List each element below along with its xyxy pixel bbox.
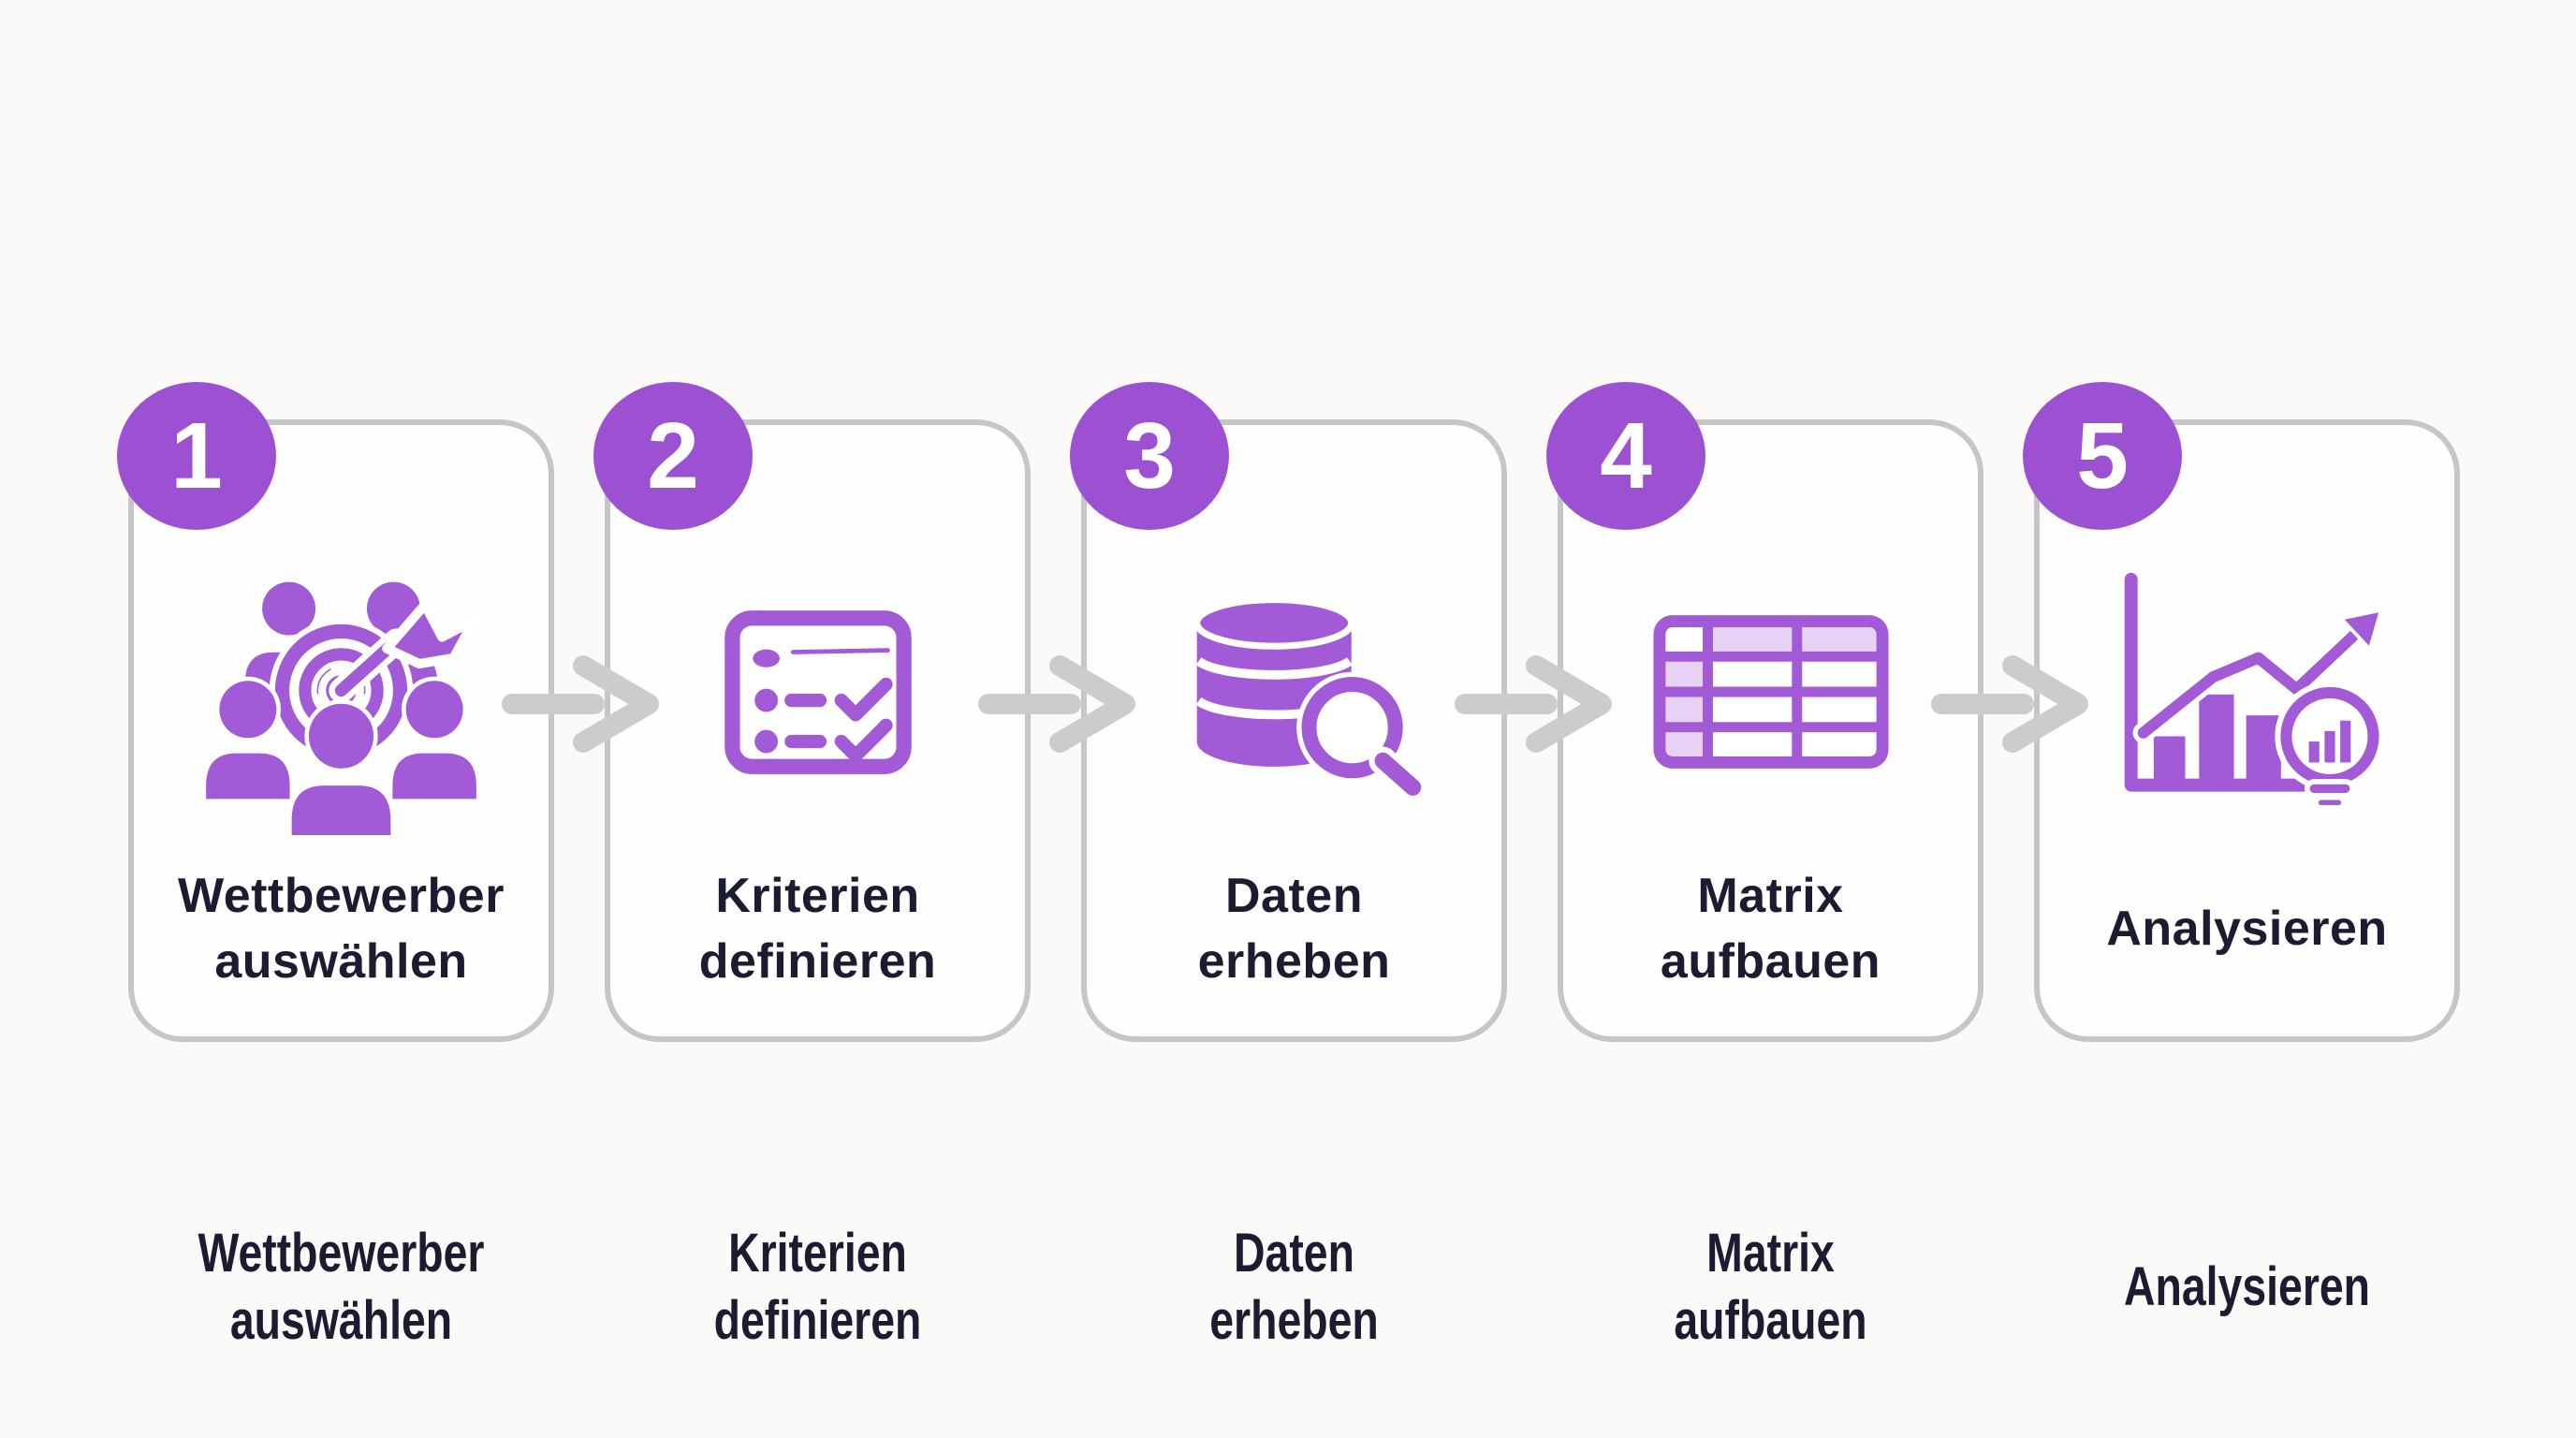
step-card-4: 4 Matrix aufbauen <box>1546 382 1983 1042</box>
team-around-target-icon <box>134 537 549 846</box>
flow-arrow-icon <box>1455 655 1612 753</box>
checklist-icon <box>610 537 1025 846</box>
step-2-number-badge: 2 <box>593 382 753 530</box>
step-card-5: 5 <box>2023 382 2460 1042</box>
caption-step-2: Kriterien definieren <box>627 1208 1008 1367</box>
caption-line: Kriterien <box>728 1223 907 1284</box>
step-3-label: Daten erheben <box>1087 846 1501 1010</box>
step-number: 1 <box>170 404 223 508</box>
label-line: Kriterien <box>715 868 920 923</box>
label-line: auswählen <box>214 933 468 989</box>
step-4-number-badge: 4 <box>1546 382 1705 530</box>
step-number: 3 <box>1123 404 1176 508</box>
matrix-table-icon <box>1563 537 1978 846</box>
step-number: 5 <box>2076 404 2129 508</box>
step-card-1: 1 <box>117 382 554 1042</box>
step-5-label: Analysieren <box>2040 846 2454 1010</box>
flow-arrow-icon <box>1931 655 2088 753</box>
caption-line: Analysieren <box>2123 1256 2371 1317</box>
step-card-2: 2 Kriterien definieren <box>593 382 1031 1042</box>
database-search-icon <box>1087 537 1501 846</box>
caption-line: aufbauen <box>1674 1290 1867 1351</box>
caption-line: auswählen <box>229 1290 453 1351</box>
step-3-number-badge: 3 <box>1070 382 1229 530</box>
label-line: aufbauen <box>1660 933 1881 989</box>
label-line: Wettbewerber <box>178 868 505 923</box>
label-line: erheben <box>1197 933 1391 989</box>
caption-line: Wettbewerber <box>198 1223 485 1284</box>
label-line: Daten <box>1225 868 1363 923</box>
caption-line: Daten <box>1234 1223 1354 1284</box>
step-5-number-badge: 5 <box>2023 382 2182 530</box>
step-number: 2 <box>647 404 699 508</box>
caption-step-4: Matrix aufbauen <box>1580 1208 1961 1367</box>
step-1-label: Wettbewerber auswählen <box>134 846 549 1010</box>
label-line: Matrix <box>1697 868 1844 923</box>
step-2-label: Kriterien definieren <box>610 846 1025 1010</box>
flow-arrow-icon <box>978 655 1135 753</box>
caption-step-5: Analysieren <box>2056 1208 2437 1367</box>
step-card-3: 3 Daten erheben <box>1070 382 1507 1042</box>
caption-step-3: Daten erheben <box>1104 1208 1485 1367</box>
caption-line: definieren <box>713 1290 922 1351</box>
label-line: Analysieren <box>2106 901 2388 956</box>
caption-line: erheben <box>1209 1290 1379 1351</box>
caption-line: Matrix <box>1706 1223 1835 1284</box>
step-4-label: Matrix aufbauen <box>1563 846 1978 1010</box>
chart-insight-icon <box>2040 537 2454 846</box>
step-number: 4 <box>1600 404 1652 508</box>
caption-step-1: Wettbewerber auswählen <box>151 1208 532 1367</box>
flow-arrow-icon <box>502 655 659 753</box>
step-1-number-badge: 1 <box>117 382 276 530</box>
label-line: definieren <box>698 933 937 989</box>
